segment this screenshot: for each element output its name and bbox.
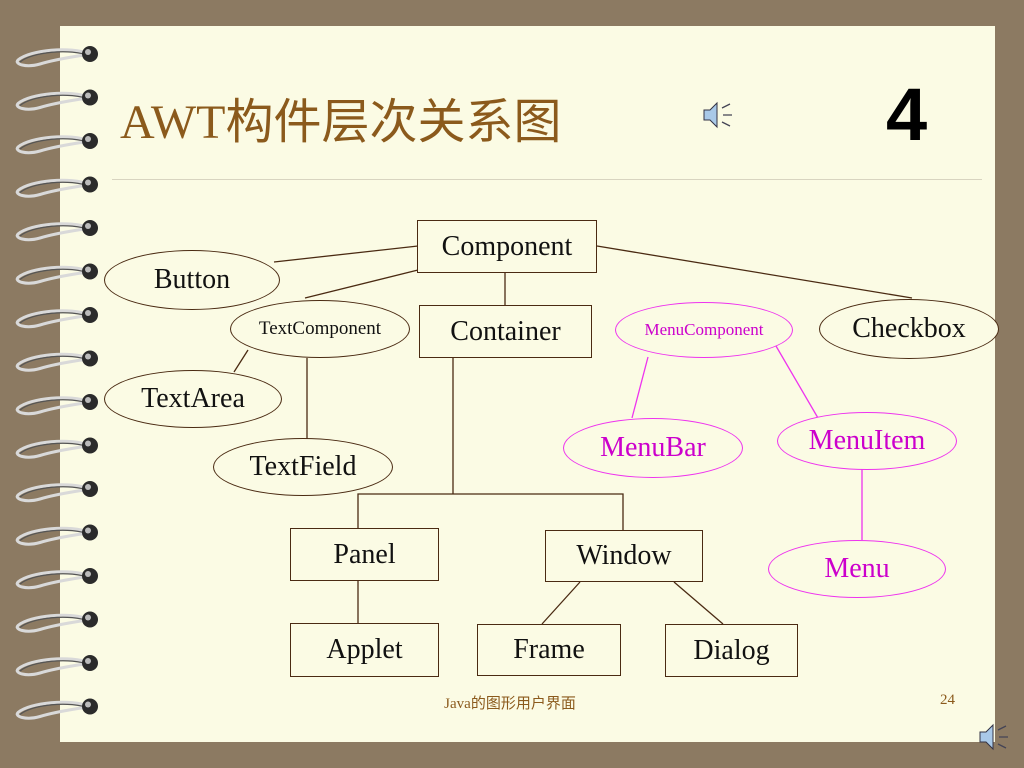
node-label: Frame <box>513 634 585 665</box>
node-menuitem[interactable]: MenuItem <box>777 412 957 470</box>
node-applet[interactable]: Applet <box>290 623 439 677</box>
spiral-binding-icon <box>15 263 98 285</box>
spiral-binding-icon <box>15 655 98 677</box>
node-label: Applet <box>326 634 403 665</box>
node-container[interactable]: Container <box>419 305 592 358</box>
node-label: MenuComponent <box>644 320 764 339</box>
edge-window-frame <box>541 581 581 625</box>
spiral-binding-icon <box>15 611 98 633</box>
node-window[interactable]: Window <box>545 530 703 582</box>
edge-window-dialog <box>673 581 724 625</box>
node-button[interactable]: Button <box>104 250 280 310</box>
edge-component-checkbox <box>596 245 913 299</box>
edge-component-button <box>273 245 419 263</box>
spiral-binding-icon <box>15 176 98 198</box>
node-label: TextField <box>249 451 357 482</box>
node-menu[interactable]: Menu <box>768 540 946 598</box>
node-label: Menu <box>824 553 890 584</box>
spiral-binding-icon <box>15 481 98 503</box>
footer-title: Java的图形用户界面 <box>444 696 576 712</box>
node-frame[interactable]: Frame <box>477 624 621 676</box>
node-label: MenuItem <box>808 425 926 456</box>
node-checkbox[interactable]: Checkbox <box>819 299 999 359</box>
node-label: MenuBar <box>600 432 706 463</box>
spiral-binding-icon <box>15 220 98 242</box>
node-panel[interactable]: Panel <box>290 528 439 581</box>
spiral-binding-icon <box>15 437 98 459</box>
edge-menucomponent-menubar <box>631 356 649 419</box>
node-component[interactable]: Component <box>417 220 597 273</box>
node-dialog[interactable]: Dialog <box>665 624 798 677</box>
node-textarea[interactable]: TextArea <box>104 370 282 428</box>
slide-title-text: AWT构件层次关系图 <box>120 96 562 149</box>
node-label: Checkbox <box>852 313 966 344</box>
spiral-binding-icon <box>15 46 98 68</box>
edge-container-children <box>357 493 624 530</box>
node-label: Panel <box>333 538 396 570</box>
node-label: Window <box>576 540 672 571</box>
spiral-binding-icon <box>15 89 98 111</box>
spiral-binding-icon <box>15 133 98 155</box>
node-label: Dialog <box>693 634 770 666</box>
node-textfield[interactable]: TextField <box>213 438 393 496</box>
speaker-icon[interactable] <box>700 98 734 132</box>
spiral-binding-icon <box>15 394 98 416</box>
node-label: TextArea <box>141 383 245 414</box>
spiral-binding-icon <box>15 524 98 546</box>
node-label: Container <box>450 315 561 347</box>
node-label: TextComponent <box>258 318 382 339</box>
speaker-icon[interactable] <box>976 720 1010 754</box>
node-menucomponent[interactable]: MenuComponent <box>615 302 793 358</box>
node-label: Component <box>441 230 573 262</box>
spiral-binding-icon <box>15 350 98 372</box>
spiral-binding <box>15 46 98 720</box>
spiral-binding-icon <box>15 568 98 590</box>
edge-menucomponent-menuitem <box>775 345 819 419</box>
slide-number: 4 <box>886 73 928 156</box>
node-menubar[interactable]: MenuBar <box>563 418 743 478</box>
edge-textcomponent-textarea <box>233 349 249 373</box>
footer-page-number: 24 <box>940 692 955 708</box>
spiral-binding-icon <box>15 698 98 720</box>
node-label: Button <box>153 264 231 295</box>
node-textcomponent[interactable]: TextComponent <box>230 300 410 358</box>
spiral-binding-icon <box>15 307 98 329</box>
slide-title: AWT构件层次关系图 <box>120 82 561 152</box>
edge-component-textcomponent <box>304 269 419 299</box>
title-divider <box>112 179 982 180</box>
